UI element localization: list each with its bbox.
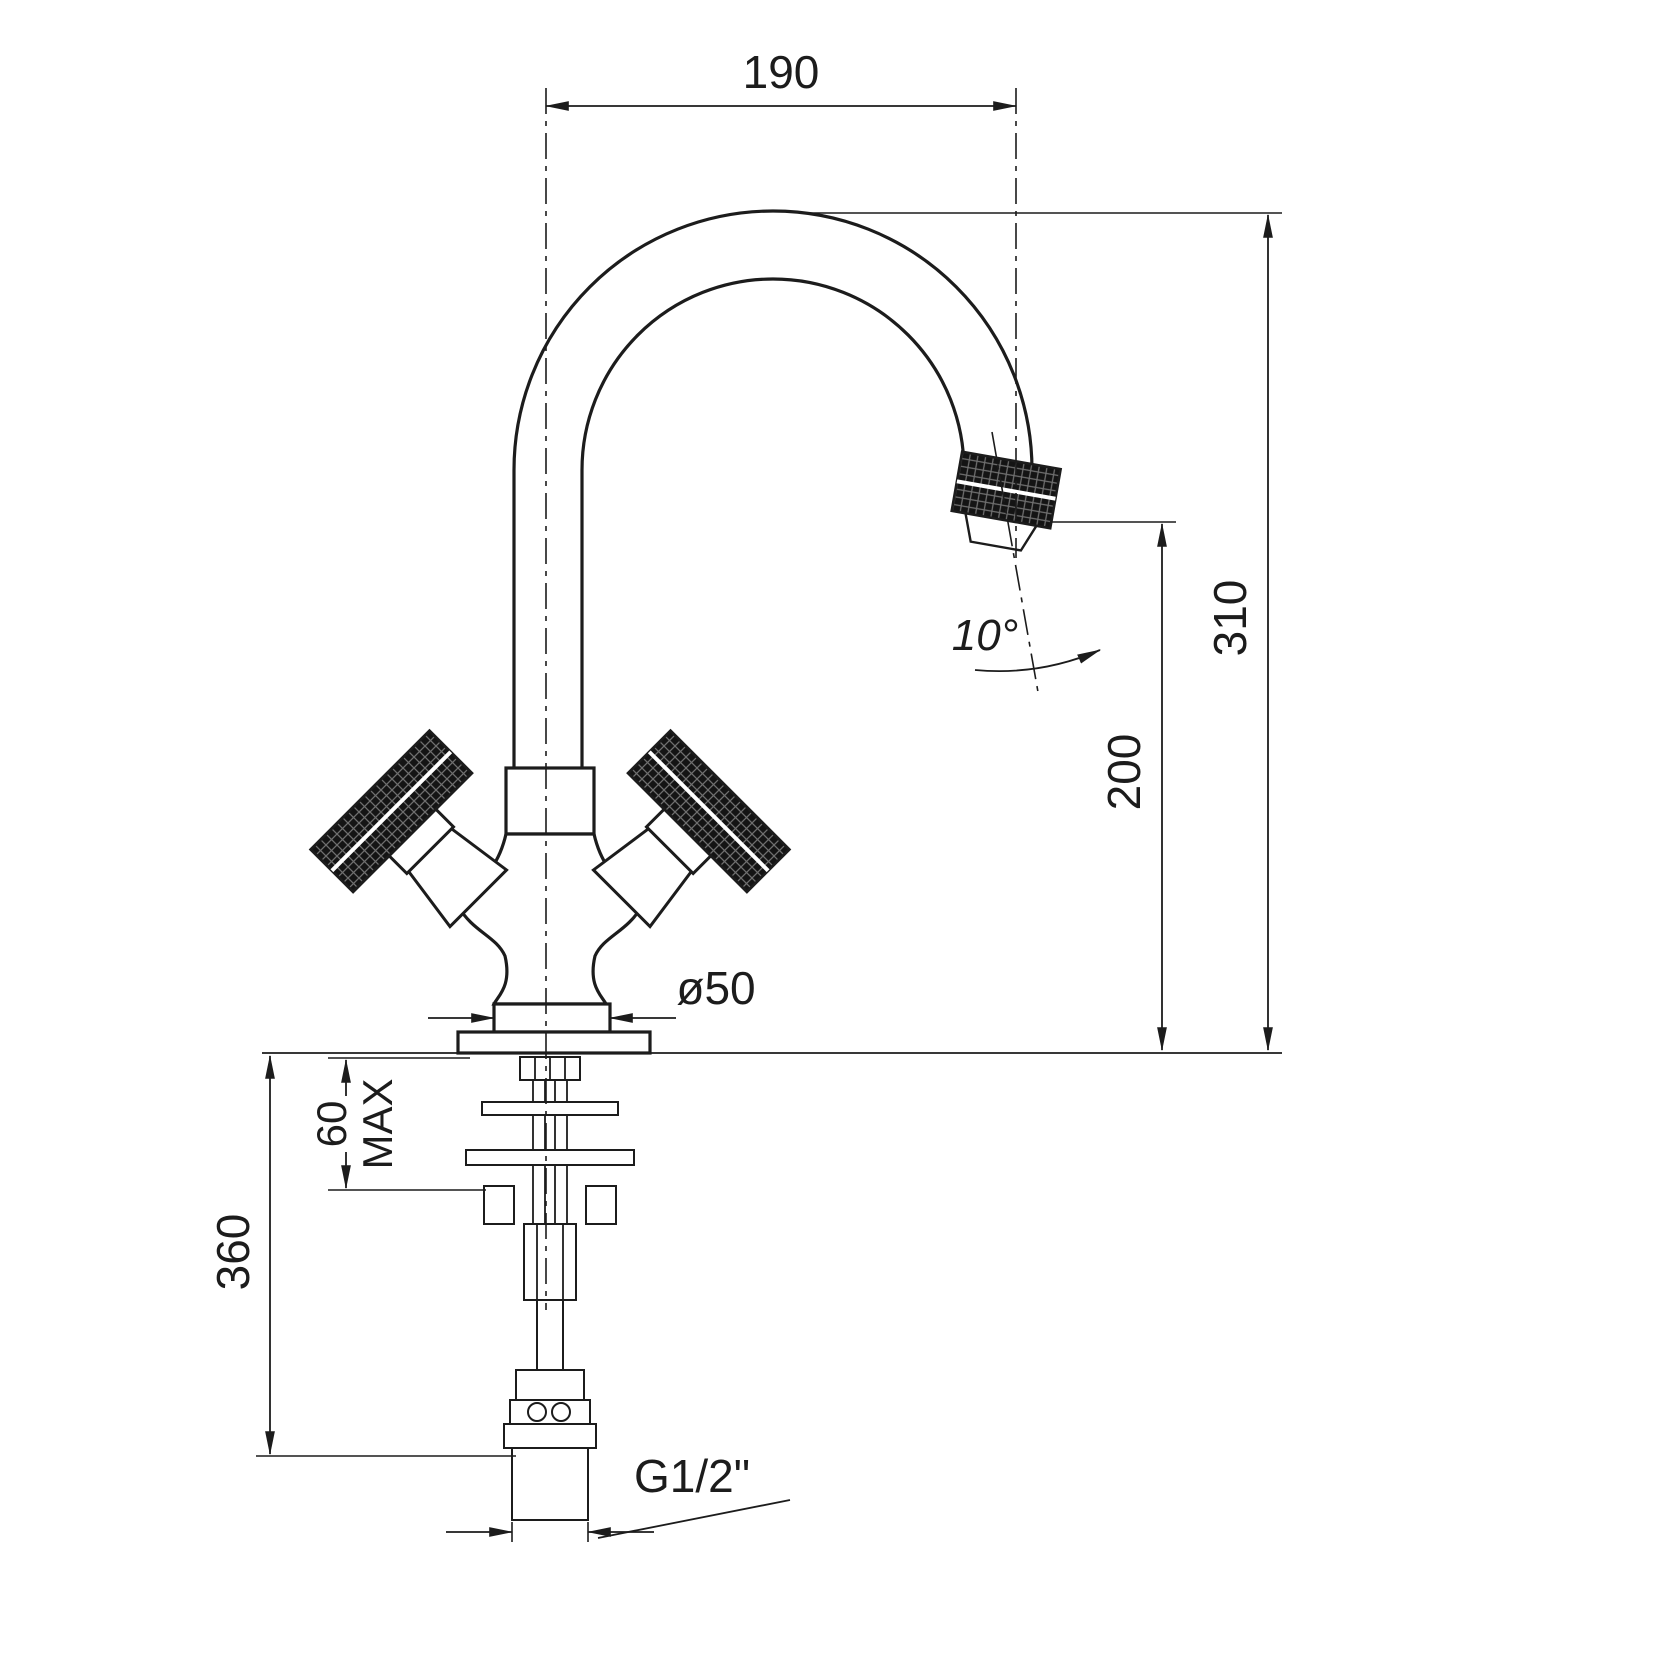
dim-value-10deg: 10° xyxy=(952,611,1019,660)
dim-value-190: 190 xyxy=(743,46,820,98)
thread-tube-g12 xyxy=(511,1447,589,1521)
dimension-outlet-height: 200 xyxy=(1050,521,1176,1052)
dimension-deck-thickness: 60 MAX xyxy=(308,1057,486,1191)
dimension-thread: G1/2" xyxy=(446,1450,791,1542)
body-collar xyxy=(504,766,596,836)
dimension-base-diameter: ø50 xyxy=(428,962,756,1023)
faucet-outline xyxy=(308,209,1063,1055)
dim-label-max: MAX xyxy=(354,1078,401,1169)
washer-upper xyxy=(481,1101,619,1116)
aerator xyxy=(950,450,1063,552)
valve-ball-right xyxy=(551,1402,571,1422)
dimension-below-deck-length: 360 xyxy=(207,1054,516,1457)
valve-ball-left xyxy=(527,1402,547,1422)
base-ring xyxy=(492,1002,612,1034)
valve-ball-band xyxy=(509,1399,591,1425)
clamp-block-left xyxy=(483,1185,515,1225)
valve-collar xyxy=(503,1423,597,1449)
valve-upper xyxy=(515,1369,585,1401)
dim-value-dia50: ø50 xyxy=(676,962,755,1014)
angle-arc-10 xyxy=(974,649,1102,673)
dimension-outlet-angle: 10° xyxy=(952,611,1102,673)
dimension-total-height: 310 xyxy=(810,212,1282,1052)
handle-left-knurl-split xyxy=(330,750,453,873)
dim-value-310: 310 xyxy=(1204,580,1256,657)
handle-right-knurl-split xyxy=(647,750,770,873)
centerlines xyxy=(545,88,1039,1310)
spout-tube xyxy=(512,209,1034,836)
aerator-split-line xyxy=(956,479,1056,501)
connecting-tube xyxy=(536,1299,564,1371)
clamp-block-right xyxy=(585,1185,617,1225)
dim-value-g12: G1/2" xyxy=(634,1450,750,1502)
hex-adapter-edges xyxy=(536,1224,564,1300)
washer-lower xyxy=(465,1149,635,1166)
handle-right xyxy=(591,728,792,929)
undercounter-assembly xyxy=(465,1056,635,1521)
aerator-outlet xyxy=(964,511,1039,552)
dim-value-360: 360 xyxy=(207,1214,259,1291)
dim-value-200: 200 xyxy=(1098,734,1150,811)
thread-leader xyxy=(597,1499,791,1539)
shank-nut-threads xyxy=(534,1057,566,1080)
dimension-spout-reach: 190 xyxy=(544,46,1018,111)
base-flange xyxy=(456,1030,652,1055)
dim-value-60: 60 xyxy=(308,1101,355,1148)
handle-left xyxy=(308,728,509,929)
hex-adapter xyxy=(523,1223,577,1301)
